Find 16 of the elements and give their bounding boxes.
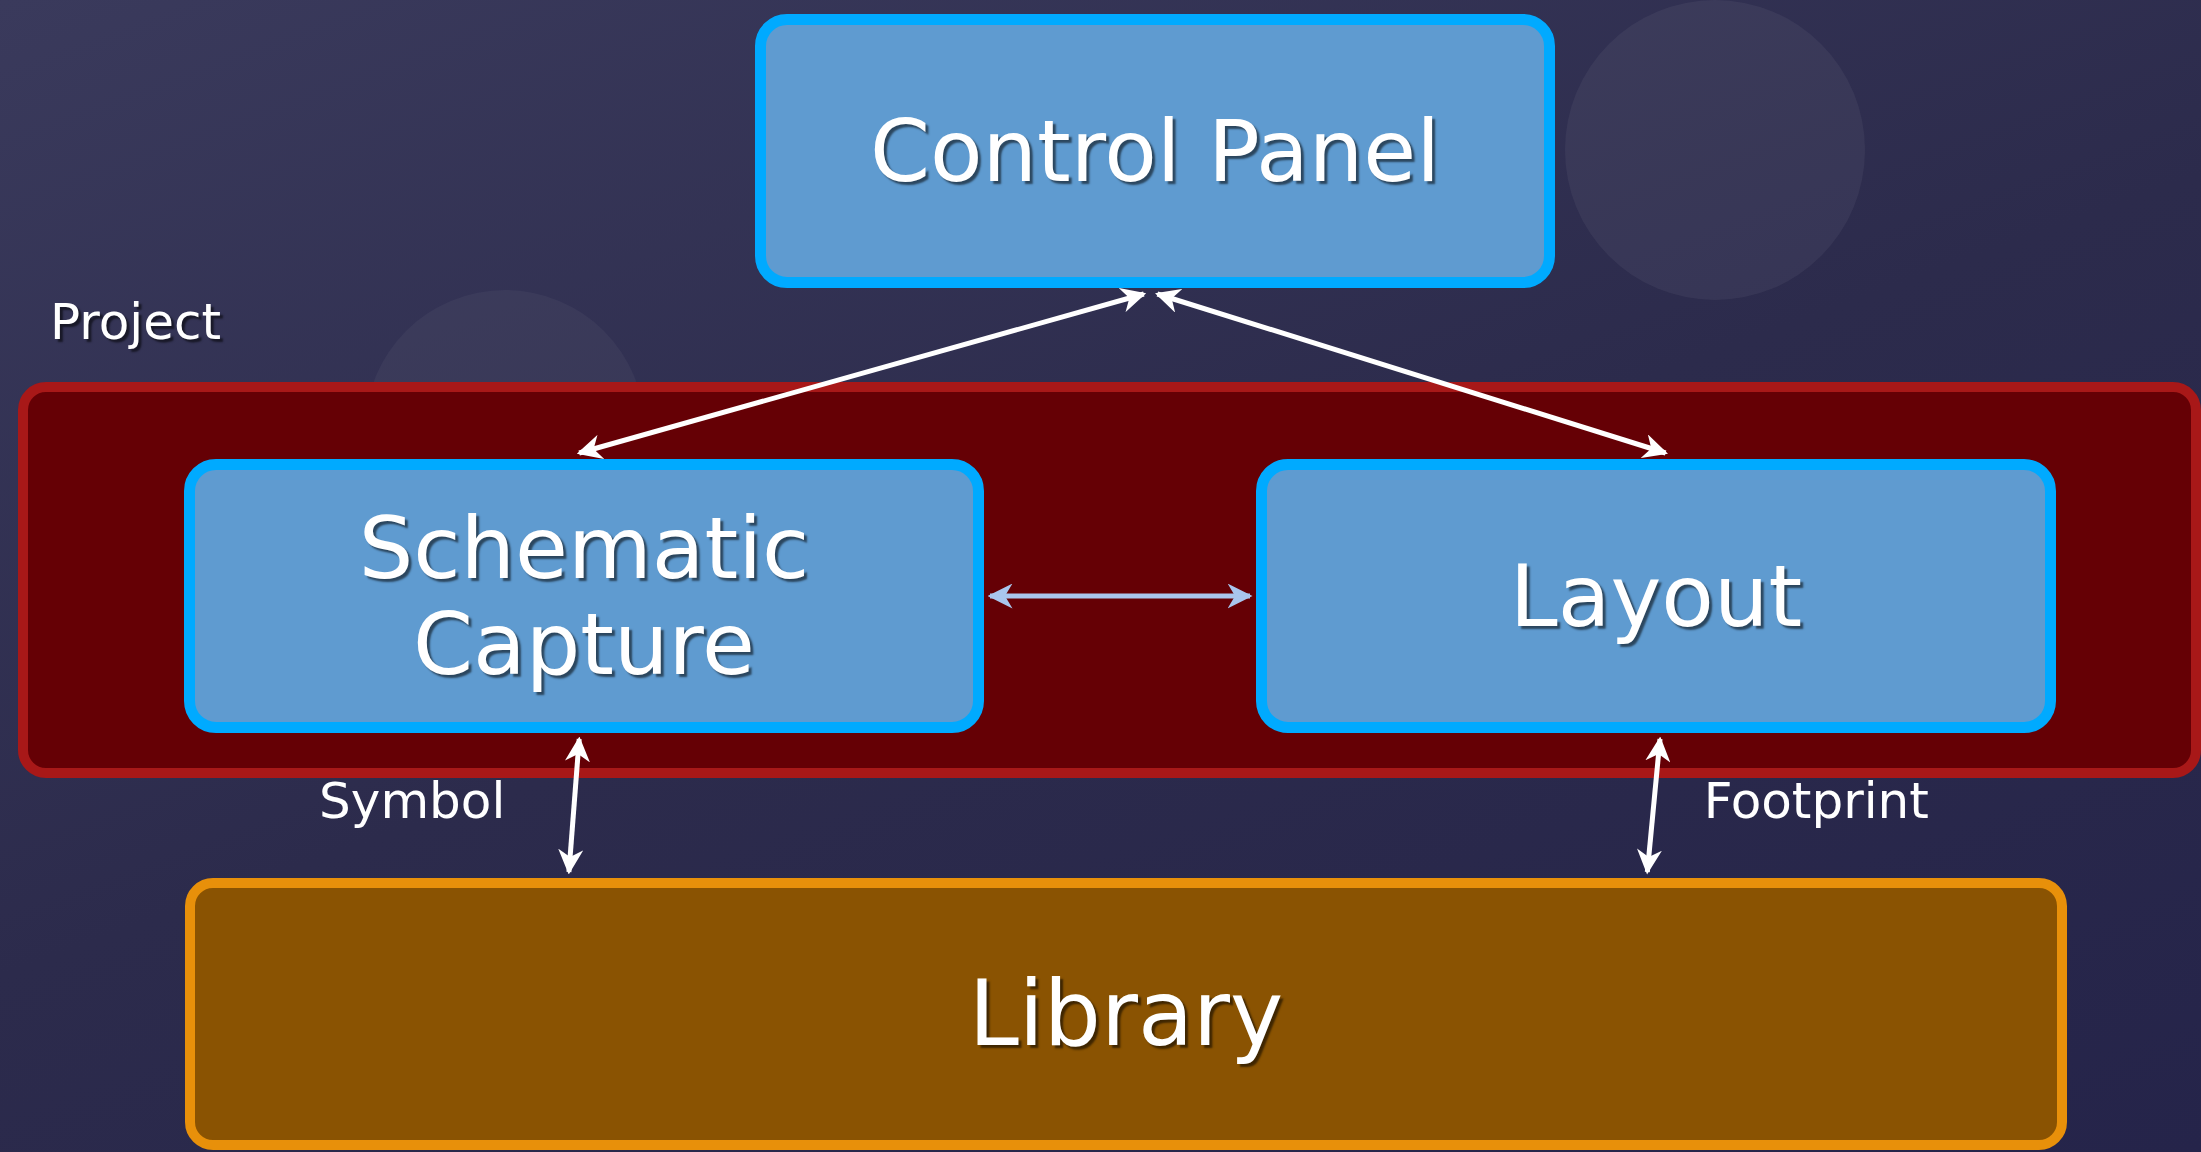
edge-label: Footprint [1703, 771, 1929, 830]
node-label: Library [968, 963, 1284, 1065]
node-label: Control Panel [869, 102, 1441, 200]
double-arrow [558, 736, 590, 875]
double-arrow [1637, 736, 1671, 875]
double-arrow [987, 583, 1253, 609]
double-arrow [1155, 288, 1668, 459]
tool-box [755, 14, 1555, 288]
group-title: Project [50, 294, 222, 350]
tool-box [184, 459, 984, 733]
library-box [185, 878, 2067, 1150]
edge-label: Symbol [319, 771, 506, 830]
node-label: Layout [1509, 547, 1803, 645]
tool-box [1256, 459, 2056, 733]
node-label: Schematic Capture [357, 499, 811, 693]
double-arrow [576, 288, 1147, 459]
